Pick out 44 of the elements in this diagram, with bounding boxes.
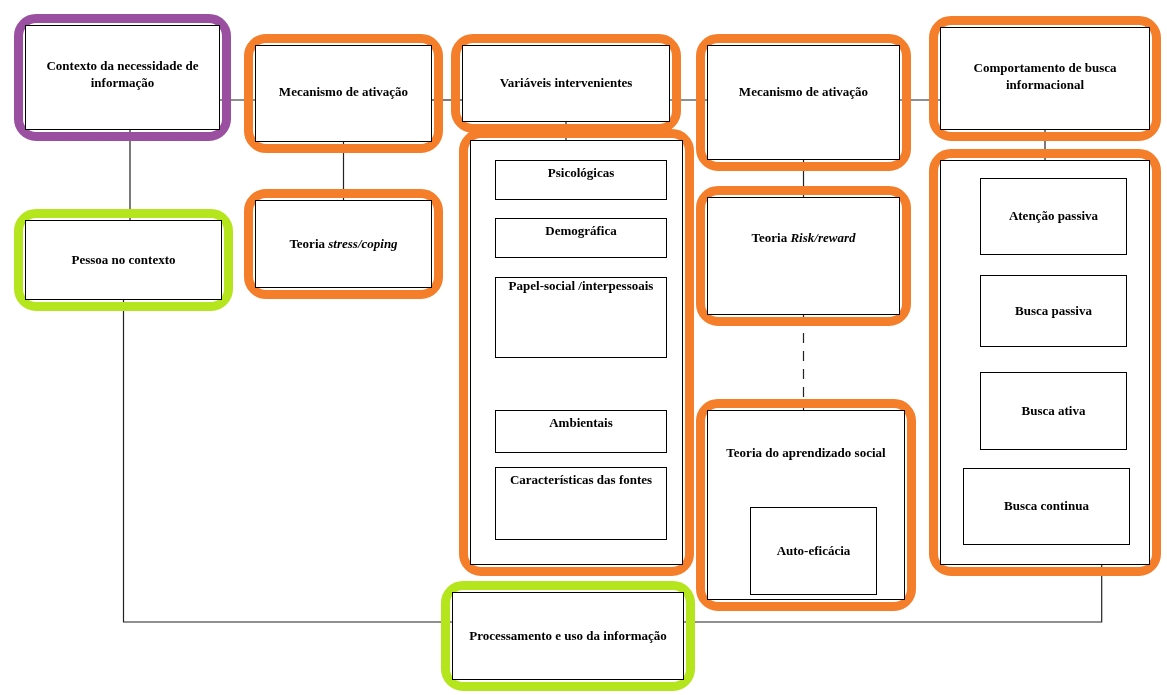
box-label: Teoria stress/coping [288,235,399,253]
box-label: Comportamento de busca informacional [972,60,1118,94]
process-box [940,27,1150,130]
connector-line [122,299,453,623]
connector-line [802,314,805,411]
connector-line [683,564,1103,623]
box-label: Busca continua [1003,498,1090,515]
box-label: Demográfica [544,223,618,240]
process-box [255,45,432,142]
box-label: Pessoa no contexto [70,251,177,269]
process-box [495,467,667,540]
box-label: Busca passiva [1014,302,1093,320]
process-box [495,160,667,200]
process-box [255,200,432,288]
box-label: Características das fontes [508,472,654,489]
box-label: Variáveis intervenientes [498,75,634,92]
box-label: Processamento e uso da informação [468,627,668,645]
process-box [980,372,1127,450]
connector-line [129,129,131,221]
process-box [980,178,1127,255]
box-label: Psicológicas [546,165,616,182]
process-box [707,410,905,600]
box-label: Busca ativa [1020,402,1087,420]
box-label: Auto-eficácia [775,542,852,560]
process-box [707,45,900,160]
box-label: Contexto da necessidade de informação [45,58,200,92]
process-box [452,592,684,680]
box-label: Atenção passiva [1007,208,1100,225]
process-box [495,277,667,358]
box-label: Mecanismo de ativação [737,84,870,101]
box-label: Teoria do aprendizado social [725,445,887,462]
process-box [980,275,1127,347]
box-label: Teoria Risk/reward [750,230,857,247]
process-box [750,507,877,595]
box-label: Papel-social /interpessoais [507,278,655,295]
process-box [707,197,900,315]
process-box [495,218,667,258]
process-box [963,468,1130,545]
process-box [462,45,670,122]
process-box [495,410,667,453]
box-label: Mecanismo de ativação [277,84,410,101]
process-box [25,25,220,130]
process-box [25,220,222,300]
box-label: Ambientais [548,415,614,432]
